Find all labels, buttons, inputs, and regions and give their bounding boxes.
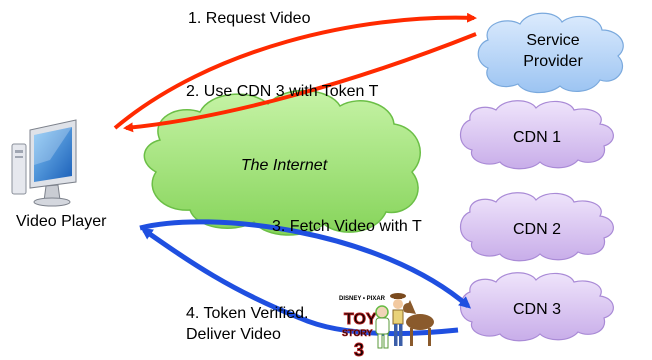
step4-label-line1: 4. Token Verified. (186, 305, 308, 322)
poster-title-toy: TOY (344, 311, 377, 328)
internet-cloud (143, 90, 421, 236)
service-provider-label-line1: Service (526, 32, 579, 49)
cdn1-cloud (459, 100, 614, 170)
poster-number: 3 (354, 340, 364, 360)
fetch-arrow (139, 219, 472, 309)
step1-label: 1. Request Video (188, 10, 311, 27)
toy-story-3-poster: DISNEY • PIXAR TOY STORY 3 (339, 293, 434, 360)
token-arrow (123, 32, 477, 133)
computer-icon (11, 119, 77, 207)
video-player-label: Video Player (16, 213, 107, 230)
service-provider-cloud (477, 12, 624, 94)
poster-brand: DISNEY • PIXAR (339, 296, 386, 302)
internet-label: The Internet (241, 157, 328, 174)
cdn1-label: CDN 1 (513, 129, 561, 146)
poster-title-story: STORY (342, 328, 373, 338)
request-arrow (113, 12, 477, 130)
step3-label: 3. Fetch Video with T (272, 218, 422, 235)
cdn2-cloud (459, 192, 614, 262)
cdn2-label: CDN 2 (513, 221, 561, 238)
step4-label-line2: Deliver Video (186, 326, 281, 343)
service-provider-label-line2: Provider (523, 53, 583, 70)
buzz-figure (375, 305, 390, 349)
step2-label: 2. Use CDN 3 with Token T (186, 83, 379, 100)
bullseye-figure (403, 300, 434, 346)
cdn3-cloud (459, 272, 614, 342)
cdn3-label: CDN 3 (513, 301, 561, 318)
woody-figure (390, 293, 406, 346)
